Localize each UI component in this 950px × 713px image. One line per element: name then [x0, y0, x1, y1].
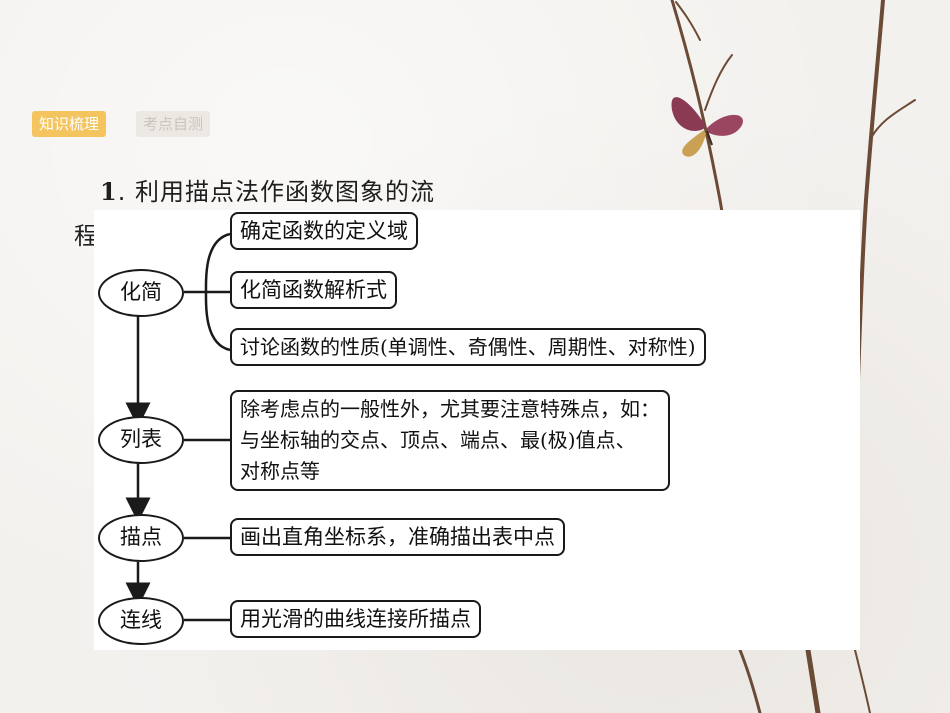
box-discuss-properties: 讨论函数的性质(单调性、奇偶性、周期性、对称性) [230, 328, 706, 366]
box-draw-axes: 画出直角坐标系，准确描出表中点 [230, 518, 565, 556]
step-node-simplify: 化简 [98, 269, 184, 317]
brace-step1 [204, 232, 231, 352]
flowchart: 化简 列表 描点 连线 确定函数的定义域 化简函数解析式 讨论函数的性质(单调性… [94, 210, 860, 650]
tab-self-test[interactable]: 考点自测 [136, 111, 211, 137]
box-smooth-curve: 用光滑的曲线连接所描点 [230, 600, 481, 638]
section-heading: 1. 利用描点法作函数图象的流 [100, 172, 435, 207]
step-node-tabulate: 列表 [98, 416, 184, 464]
box-simplify-expression: 化简函数解析式 [230, 271, 397, 309]
heading-number: 1 [100, 177, 118, 206]
tab-knowledge-summary[interactable]: 知识梳理 [32, 111, 107, 137]
flowchart-connectors [125, 232, 231, 622]
box-determine-domain: 确定函数的定义域 [230, 212, 418, 250]
step-node-connect: 连线 [98, 597, 184, 645]
heading-text: . 利用描点法作函数图象的流 [117, 178, 435, 206]
step-node-plot: 描点 [98, 514, 184, 562]
box-special-points: 除考虑点的一般性外，尤其要注意特殊点，如： 与坐标轴的交点、顶点、端点、最(极)… [230, 390, 670, 491]
butterfly-icon [671, 97, 743, 157]
